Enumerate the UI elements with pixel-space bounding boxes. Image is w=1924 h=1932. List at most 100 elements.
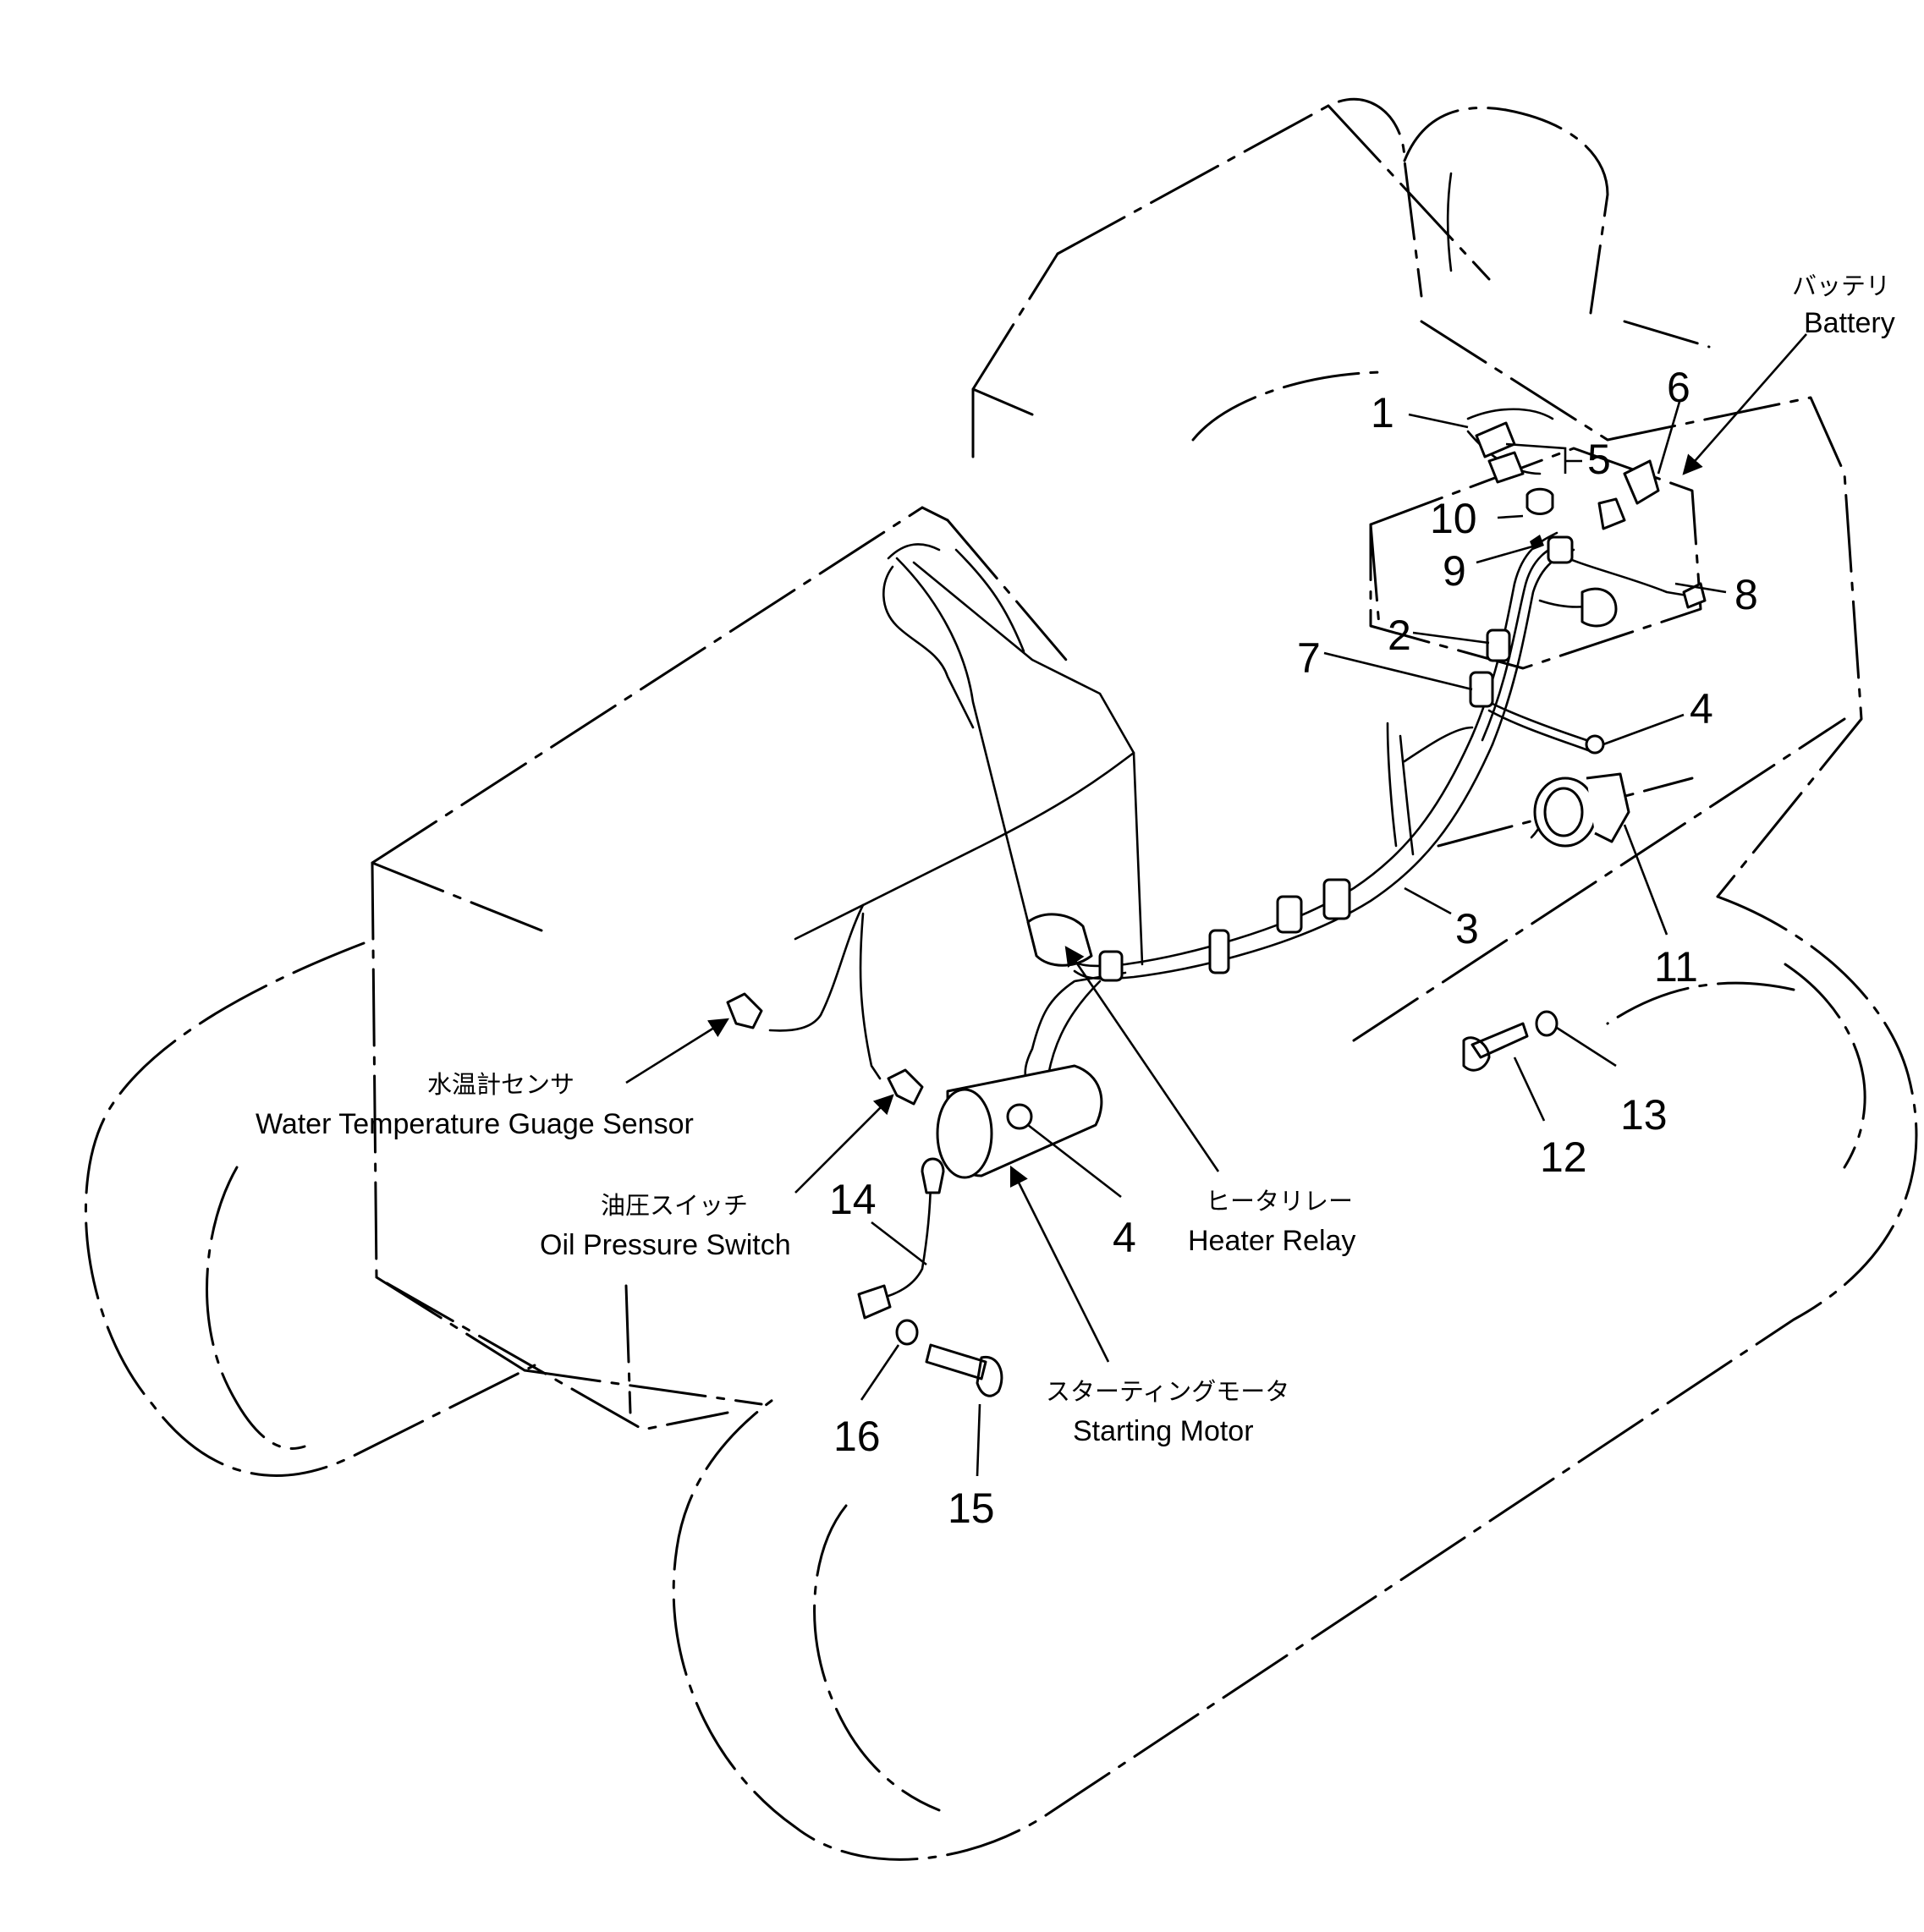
arrow-starting-motor [1009, 1165, 1110, 1363]
engine-wire-b [912, 561, 1144, 966]
oil-pressure-label-en: Oil Pressure Switch [540, 1229, 791, 1261]
leader-4-bottom [1027, 1123, 1122, 1199]
engine-top-edge [371, 519, 1068, 932]
callout-numbers: 1 5 6 10 9 8 2 7 4 3 11 13 12 4 14 16 15 [829, 364, 1758, 1532]
clamp-a [1098, 950, 1124, 982]
seat-headrest [1403, 107, 1609, 315]
terminal-14-bottom [857, 1284, 892, 1320]
callout-11: 11 [1654, 943, 1698, 991]
seat-back-outline [1056, 97, 1863, 898]
callout-12: 12 [1540, 1133, 1587, 1181]
leader-lines [625, 333, 1807, 1477]
leader-7 [1323, 651, 1473, 691]
battery-label-jp: バッテリ [1792, 272, 1890, 300]
engine-box-outline [371, 506, 949, 1431]
harness-run-a [1064, 734, 1474, 968]
leader-6 [1657, 401, 1681, 475]
seat-left-outline [971, 104, 1491, 458]
callout-4-right: 4 [1690, 685, 1713, 733]
terminal-4-right [1585, 734, 1605, 755]
deck-edge [1352, 717, 1846, 1042]
left-track-inner [206, 1166, 306, 1450]
water-temp-sensor [726, 992, 763, 1029]
leader-1 [1408, 413, 1469, 429]
leader-9 [1476, 544, 1536, 564]
engine-wire-loop [794, 565, 1135, 941]
sensor-wire-water [768, 903, 865, 1032]
machine-outline [85, 97, 1918, 1861]
clamp-b [1208, 929, 1230, 974]
callout-10: 10 [1430, 495, 1477, 542]
clamp-2 [1486, 628, 1511, 662]
callout-4-bottom: 4 [1113, 1214, 1136, 1261]
wire-14 [878, 1174, 932, 1300]
terminal-14-top [921, 1157, 945, 1194]
heater-relay-label-en: Heater Relay [1188, 1225, 1355, 1257]
battery-cap-10 [1525, 487, 1554, 515]
callout-2: 2 [1388, 612, 1411, 659]
starter-terminal-4 [1006, 1103, 1033, 1130]
callout-9: 9 [1443, 547, 1466, 595]
starting-motor-label-jp: スターティングモータ [1046, 1377, 1289, 1406]
leader-5 [1505, 442, 1582, 474]
callout-15: 15 [948, 1485, 995, 1532]
leader-10 [1497, 514, 1524, 519]
arrow-water-temp [625, 1018, 729, 1084]
battery-terminal-1 [1475, 421, 1525, 484]
leader-16 [860, 1344, 900, 1401]
relay-11-bracket [1586, 772, 1630, 843]
arrow-heater-relay [1064, 946, 1220, 1172]
bolt-12 [1462, 1022, 1529, 1072]
starting-motor-end [936, 1088, 993, 1179]
harness-branch-4 [1487, 700, 1601, 755]
wiring-harness [768, 172, 1694, 1300]
water-temp-label-en: Water Temperature Guage Sensor [256, 1108, 694, 1140]
washer-16 [895, 1319, 919, 1346]
clamp-7 [1469, 671, 1494, 708]
oil-pressure-switch [887, 1068, 924, 1106]
arrow-oil-pressure [794, 1094, 894, 1194]
leader-12 [1513, 1057, 1546, 1122]
callout-14: 14 [829, 1176, 877, 1223]
loose-wires [1386, 722, 1474, 856]
leader-11 [1623, 824, 1668, 936]
callout-6: 6 [1667, 364, 1690, 411]
harness-main-b [1481, 540, 1567, 742]
battery-label-en: Battery [1804, 307, 1895, 339]
right-track-outline [672, 895, 1918, 1861]
heater-relay-label-jp: ヒータリレー [1206, 1187, 1353, 1216]
battery-box [1369, 447, 1702, 670]
oil-pressure-label-jp: 油圧スイッチ [601, 1191, 748, 1220]
wire-headrest [1446, 172, 1453, 272]
callout-8: 8 [1734, 571, 1758, 618]
callout-3: 3 [1455, 905, 1479, 952]
callout-1: 1 [1371, 389, 1394, 436]
clamp-d [1322, 878, 1351, 920]
bolt-15 [925, 1343, 1003, 1397]
leader-13 [1556, 1026, 1617, 1068]
leader-3 [1404, 886, 1452, 915]
callout-5: 5 [1587, 436, 1611, 483]
leader-8 [1674, 582, 1727, 594]
leader-2 [1412, 631, 1490, 645]
arrow-battery [1682, 333, 1807, 475]
callout-16: 16 [833, 1413, 881, 1460]
seat-cushion [1191, 320, 1711, 442]
component-labels: バッテリ Battery 水温計センサ Water Temperature Gu… [256, 272, 1895, 1447]
left-track-outline [85, 941, 543, 1477]
engine-wire-a [887, 543, 1034, 941]
leader-15 [976, 1403, 981, 1477]
leader-14 [871, 1221, 927, 1266]
callout-13: 13 [1620, 1091, 1668, 1139]
sensor-wire-oil [859, 912, 882, 1080]
washer-13 [1535, 1010, 1558, 1037]
battery-terminal-6 [1597, 459, 1660, 530]
water-temp-label-jp: 水温計センサ [427, 1070, 574, 1099]
right-track-inner [813, 963, 1866, 1812]
clamp-c [1276, 895, 1303, 934]
heater-relay [1026, 913, 1093, 967]
leader-4-right [1602, 713, 1685, 746]
starting-motor-label-en: Starting Motor [1073, 1415, 1254, 1447]
relay-11-face [1543, 787, 1584, 837]
